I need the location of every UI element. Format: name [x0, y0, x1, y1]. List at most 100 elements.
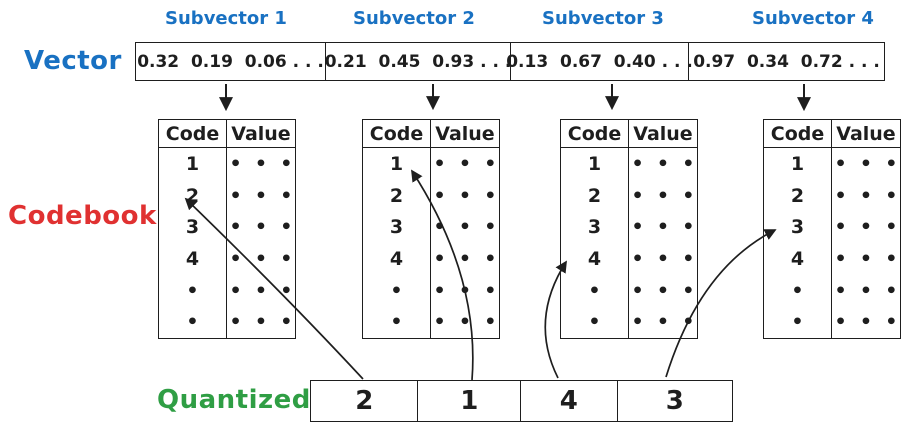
codebook-table-body: 1• • • 2• • • 3• • • 4• • • •• • • •• • … [363, 148, 499, 339]
table-row: 2• • • [764, 179, 900, 212]
quantized-box: 2 1 4 3 [310, 380, 733, 422]
quantized-cell-4: 3 [616, 381, 732, 421]
value-cell: • • • [229, 184, 293, 207]
value-cell: • • • [433, 216, 497, 239]
table-row: 4• • • [561, 243, 697, 275]
table-row: •• • • [363, 306, 499, 339]
value-cell: • • • [229, 152, 293, 175]
code-cell: 1 [561, 148, 629, 180]
code-cell: • [363, 274, 431, 307]
table-row: 3• • • [561, 211, 697, 244]
vector-cell-2: 0.21 0.45 0.93 . . . [325, 43, 511, 80]
table-row: •• • • [561, 274, 697, 307]
subvector-label-3: Subvector 3 [542, 8, 664, 29]
code-cell: 1 [159, 148, 227, 180]
value-cell: • • • [229, 216, 293, 239]
quantized-cell-2: 1 [417, 381, 520, 421]
codebook-table-header: Code Value [764, 120, 900, 148]
code-cell: • [764, 306, 832, 339]
code-cell: • [561, 274, 629, 307]
code-cell: 3 [561, 211, 629, 244]
value-header: Value [231, 122, 291, 145]
code-cell: 2 [159, 179, 227, 212]
code-cell: • [561, 306, 629, 339]
value-cell: • • • [229, 279, 293, 302]
table-row: •• • • [561, 306, 697, 339]
table-row: 4• • • [764, 243, 900, 275]
value-cell: • • • [631, 152, 695, 175]
table-row: 1• • • [363, 148, 499, 180]
value-header: Value [836, 122, 896, 145]
code-cell: • [159, 274, 227, 307]
vector-box: 0.32 0.19 0.06 . . . 0.21 0.45 0.93 . . … [135, 42, 885, 81]
value-cell: • • • [834, 311, 898, 334]
value-cell: • • • [433, 184, 497, 207]
subvector-label-4: Subvector 4 [752, 8, 874, 29]
code-header: Code [561, 120, 629, 147]
code-cell: 3 [363, 211, 431, 244]
vector-cell-3: 0.13 0.67 0.40 . . . [506, 43, 693, 80]
code-cell: 4 [764, 243, 832, 275]
code-header: Code [764, 120, 832, 147]
value-cell: • • • [834, 247, 898, 270]
table-row: 4• • • [159, 243, 295, 275]
codebook-table-body: 1• • • 2• • • 3• • • 4• • • •• • • •• • … [561, 148, 697, 339]
value-cell: • • • [834, 184, 898, 207]
table-row: 3• • • [363, 211, 499, 244]
code-cell: • [363, 306, 431, 339]
value-cell: • • • [631, 279, 695, 302]
code-cell: 3 [159, 211, 227, 244]
table-row: •• • • [764, 306, 900, 339]
value-cell: • • • [834, 279, 898, 302]
codebook-table-3: Code Value 1• • • 2• • • 3• • • 4• • • •… [560, 119, 698, 339]
codebook-table-header: Code Value [159, 120, 295, 148]
vector-cell-1: 0.32 0.19 0.06 . . . [137, 51, 324, 72]
value-cell: • • • [631, 184, 695, 207]
vector-cell-4: 0.97 0.34 0.72 . . . [688, 43, 884, 80]
code-cell: 2 [363, 179, 431, 212]
code-cell: • [764, 274, 832, 307]
table-row: 1• • • [764, 148, 900, 180]
table-row: 2• • • [363, 179, 499, 212]
table-row: 1• • • [561, 148, 697, 180]
codebook-table-2: Code Value 1• • • 2• • • 3• • • 4• • • •… [362, 119, 500, 339]
quantized-cell-1: 2 [355, 386, 374, 416]
quantized-cell-3: 4 [520, 381, 617, 421]
code-cell: 4 [363, 243, 431, 275]
value-header: Value [633, 122, 693, 145]
table-row: •• • • [159, 274, 295, 307]
value-cell: • • • [631, 247, 695, 270]
code-cell: 1 [764, 148, 832, 180]
codebook-label: Codebook [8, 201, 157, 231]
code-header: Code [159, 120, 227, 147]
subvector-label-1: Subvector 1 [165, 8, 287, 29]
table-row: •• • • [764, 274, 900, 307]
table-row: •• • • [363, 274, 499, 307]
code-cell: • [159, 306, 227, 339]
code-cell: 4 [561, 243, 629, 275]
code-header: Code [363, 120, 431, 147]
code-cell: 2 [561, 179, 629, 212]
code-cell: 3 [764, 211, 832, 244]
value-cell: • • • [631, 216, 695, 239]
value-header: Value [435, 122, 495, 145]
value-cell: • • • [229, 311, 293, 334]
value-cell: • • • [433, 152, 497, 175]
vector-label: Vector [24, 46, 122, 76]
table-row: 2• • • [159, 179, 295, 212]
quantized-label: Quantized [157, 385, 311, 415]
value-cell: • • • [433, 311, 497, 334]
value-cell: • • • [834, 152, 898, 175]
code-cell: 1 [363, 148, 431, 180]
table-row: 4• • • [363, 243, 499, 275]
code-cell: 4 [159, 243, 227, 275]
codebook-table-4: Code Value 1• • • 2• • • 3• • • 4• • • •… [763, 119, 901, 339]
codebook-table-header: Code Value [363, 120, 499, 148]
table-row: 1• • • [159, 148, 295, 180]
table-row: 3• • • [159, 211, 295, 244]
value-cell: • • • [433, 247, 497, 270]
value-cell: • • • [433, 279, 497, 302]
codebook-table-body: 1• • • 2• • • 3• • • 4• • • •• • • •• • … [764, 148, 900, 339]
value-cell: • • • [229, 247, 293, 270]
